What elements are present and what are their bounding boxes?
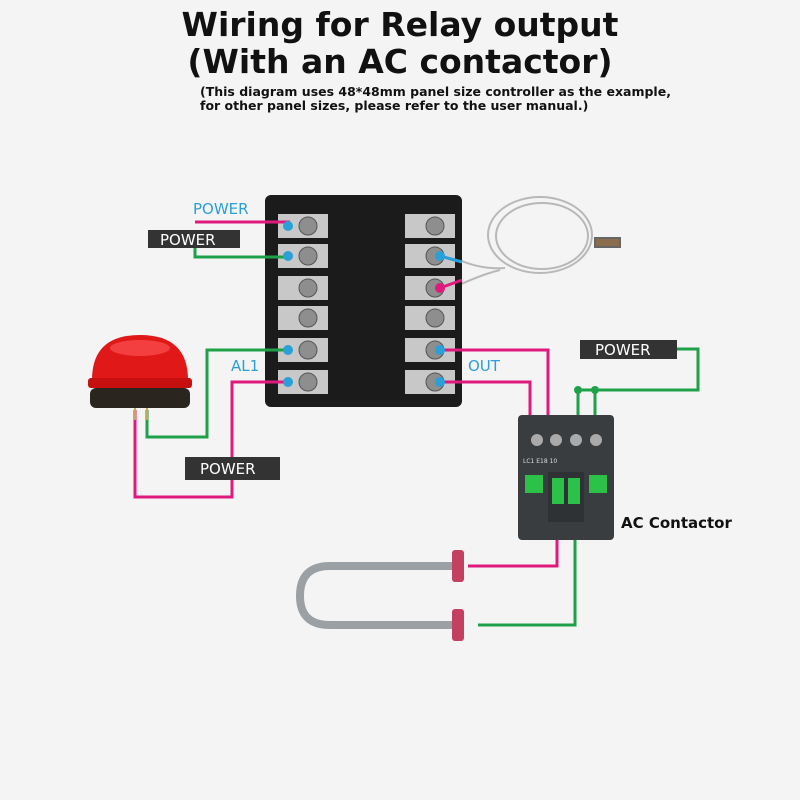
- alarm-live-wire: [133, 380, 290, 499]
- heating-element: [295, 550, 464, 641]
- terminal-dot: [283, 221, 293, 231]
- terminal-dot: [283, 377, 293, 387]
- out-wire-2: [440, 380, 532, 430]
- terminal-dot: [435, 283, 445, 293]
- terminal-dot: [435, 251, 445, 261]
- alarm-light: [88, 335, 192, 420]
- power-neutral-wire: [193, 245, 290, 259]
- terminal-dots: [283, 221, 445, 387]
- ac-contactor-label: AC Contactor: [621, 514, 732, 532]
- power-box-top: POWER: [160, 231, 216, 249]
- terminal-dot: [283, 251, 293, 261]
- terminal-screw: [298, 372, 318, 392]
- contactor-model-label: LC1 E18 10: [523, 458, 557, 465]
- title-line-1: Wiring for Relay output: [181, 5, 619, 44]
- alarm-neutral-wire: [145, 348, 290, 439]
- thermocouple-sensor: [454, 196, 621, 288]
- al1-label: AL1: [231, 357, 259, 375]
- terminal-dot: [435, 345, 445, 355]
- terminal-screw: [298, 216, 318, 236]
- terminal-screw: [298, 246, 318, 266]
- terminal-dot: [435, 377, 445, 387]
- contactor-power-wire-1: [576, 347, 700, 430]
- subtitle-line-1: (This diagram uses 48*48mm panel size co…: [200, 84, 671, 99]
- heater-neutral-wire: [478, 530, 577, 627]
- power-box-alarm: POWER: [200, 460, 256, 478]
- terminal-screw: [298, 278, 318, 298]
- heater-live-wire: [468, 530, 559, 568]
- subtitle-line-2: for other panel sizes, please refer to t…: [200, 98, 589, 113]
- out-wire-1: [440, 348, 550, 430]
- power-label-top: POWER: [193, 200, 249, 218]
- ac-contactor: LC1 E18 10: [518, 415, 614, 540]
- terminal-screw: [298, 308, 318, 328]
- terminal-screw: [298, 340, 318, 360]
- temperature-controller: [265, 195, 462, 407]
- terminal-screw: [425, 308, 445, 328]
- terminal-dot: [283, 345, 293, 355]
- terminal-screw: [425, 216, 445, 236]
- title-line-2: (With an AC contactor): [187, 42, 613, 81]
- power-box-right: POWER: [595, 341, 651, 359]
- out-label: OUT: [468, 357, 501, 375]
